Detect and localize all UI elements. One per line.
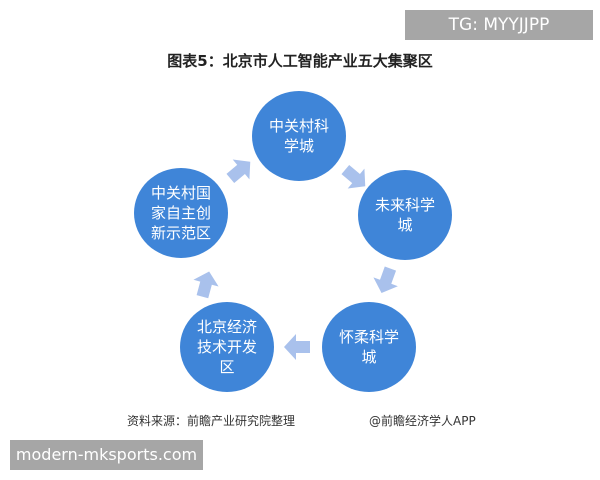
watermark-site-badge: modern-mksports.com	[10, 440, 203, 470]
arrow-bottomright-to-bottomleft	[284, 334, 310, 360]
node-huairou-science-city: 怀柔科学城	[322, 302, 416, 392]
arrow-top-to-right	[341, 164, 366, 189]
arrow-left-to-top	[226, 159, 251, 184]
source-note: 资料来源：前瞻产业研究院整理	[127, 414, 296, 428]
node-zhongguancun-science-city: 中关村科学城	[252, 91, 346, 181]
watermark-tg-badge: TG: MYYJJPP	[405, 10, 593, 40]
credit-note: @前瞻经济学人APP	[369, 414, 476, 428]
node-future-science-city: 未来科学城	[358, 170, 452, 260]
arrow-right-to-bottomright	[373, 266, 398, 294]
diagram-title: 图表5：北京市人工智能产业五大集聚区	[167, 52, 433, 70]
node-zhongguancun-demo-zone: 中关村国家自主创新示范区	[134, 168, 228, 258]
node-beijing-etdz: 北京经济技术开发区	[180, 302, 274, 392]
arrow-bottomleft-to-left	[193, 271, 219, 299]
